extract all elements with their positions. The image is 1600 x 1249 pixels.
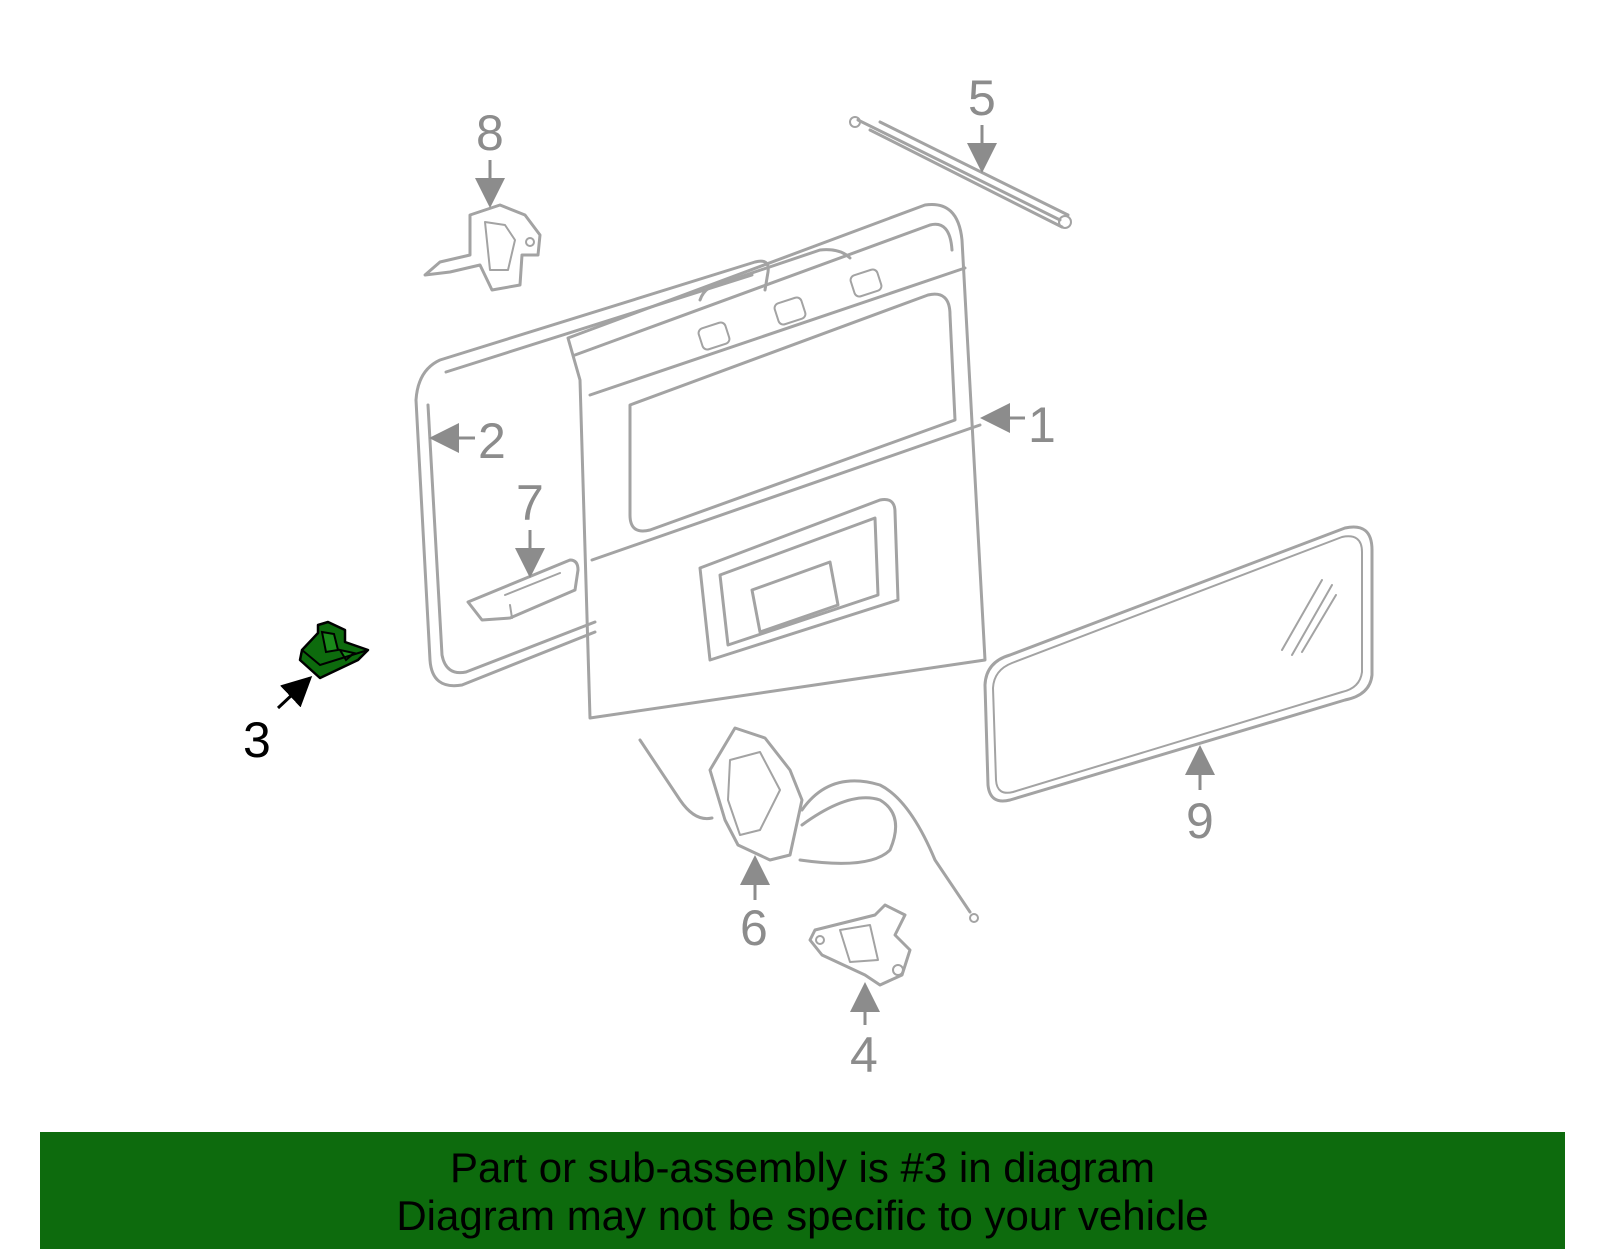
callout-1: 1	[1028, 397, 1056, 453]
banner-line-1: Part or sub-assembly is #3 in diagram	[450, 1144, 1155, 1191]
part-6-latch	[638, 726, 979, 923]
part-1-lift-gate	[566, 202, 987, 720]
part-3-highlighted-bracket	[298, 620, 370, 680]
banner-line-2: Diagram may not be specific to your vehi…	[396, 1192, 1209, 1239]
callout-7: 7	[516, 475, 544, 531]
callout-9: 9	[1186, 793, 1214, 849]
leader-3	[276, 675, 313, 710]
callout-4: 4	[850, 1027, 878, 1083]
part-4-striker	[808, 903, 912, 987]
part-7-handle	[466, 558, 580, 622]
part-2-weatherstrip	[414, 259, 770, 688]
callout-6: 6	[740, 900, 768, 956]
info-banner: Part or sub-assembly is #3 in diagram Di…	[40, 1132, 1565, 1249]
callout-3: 3	[243, 712, 271, 768]
callout-8: 8	[476, 105, 504, 161]
callout-5: 5	[968, 70, 996, 126]
callout-2: 2	[478, 413, 506, 469]
part-9-glass	[983, 525, 1374, 803]
part-5-support-strut	[849, 116, 1072, 229]
part-8-hinge	[423, 203, 542, 292]
